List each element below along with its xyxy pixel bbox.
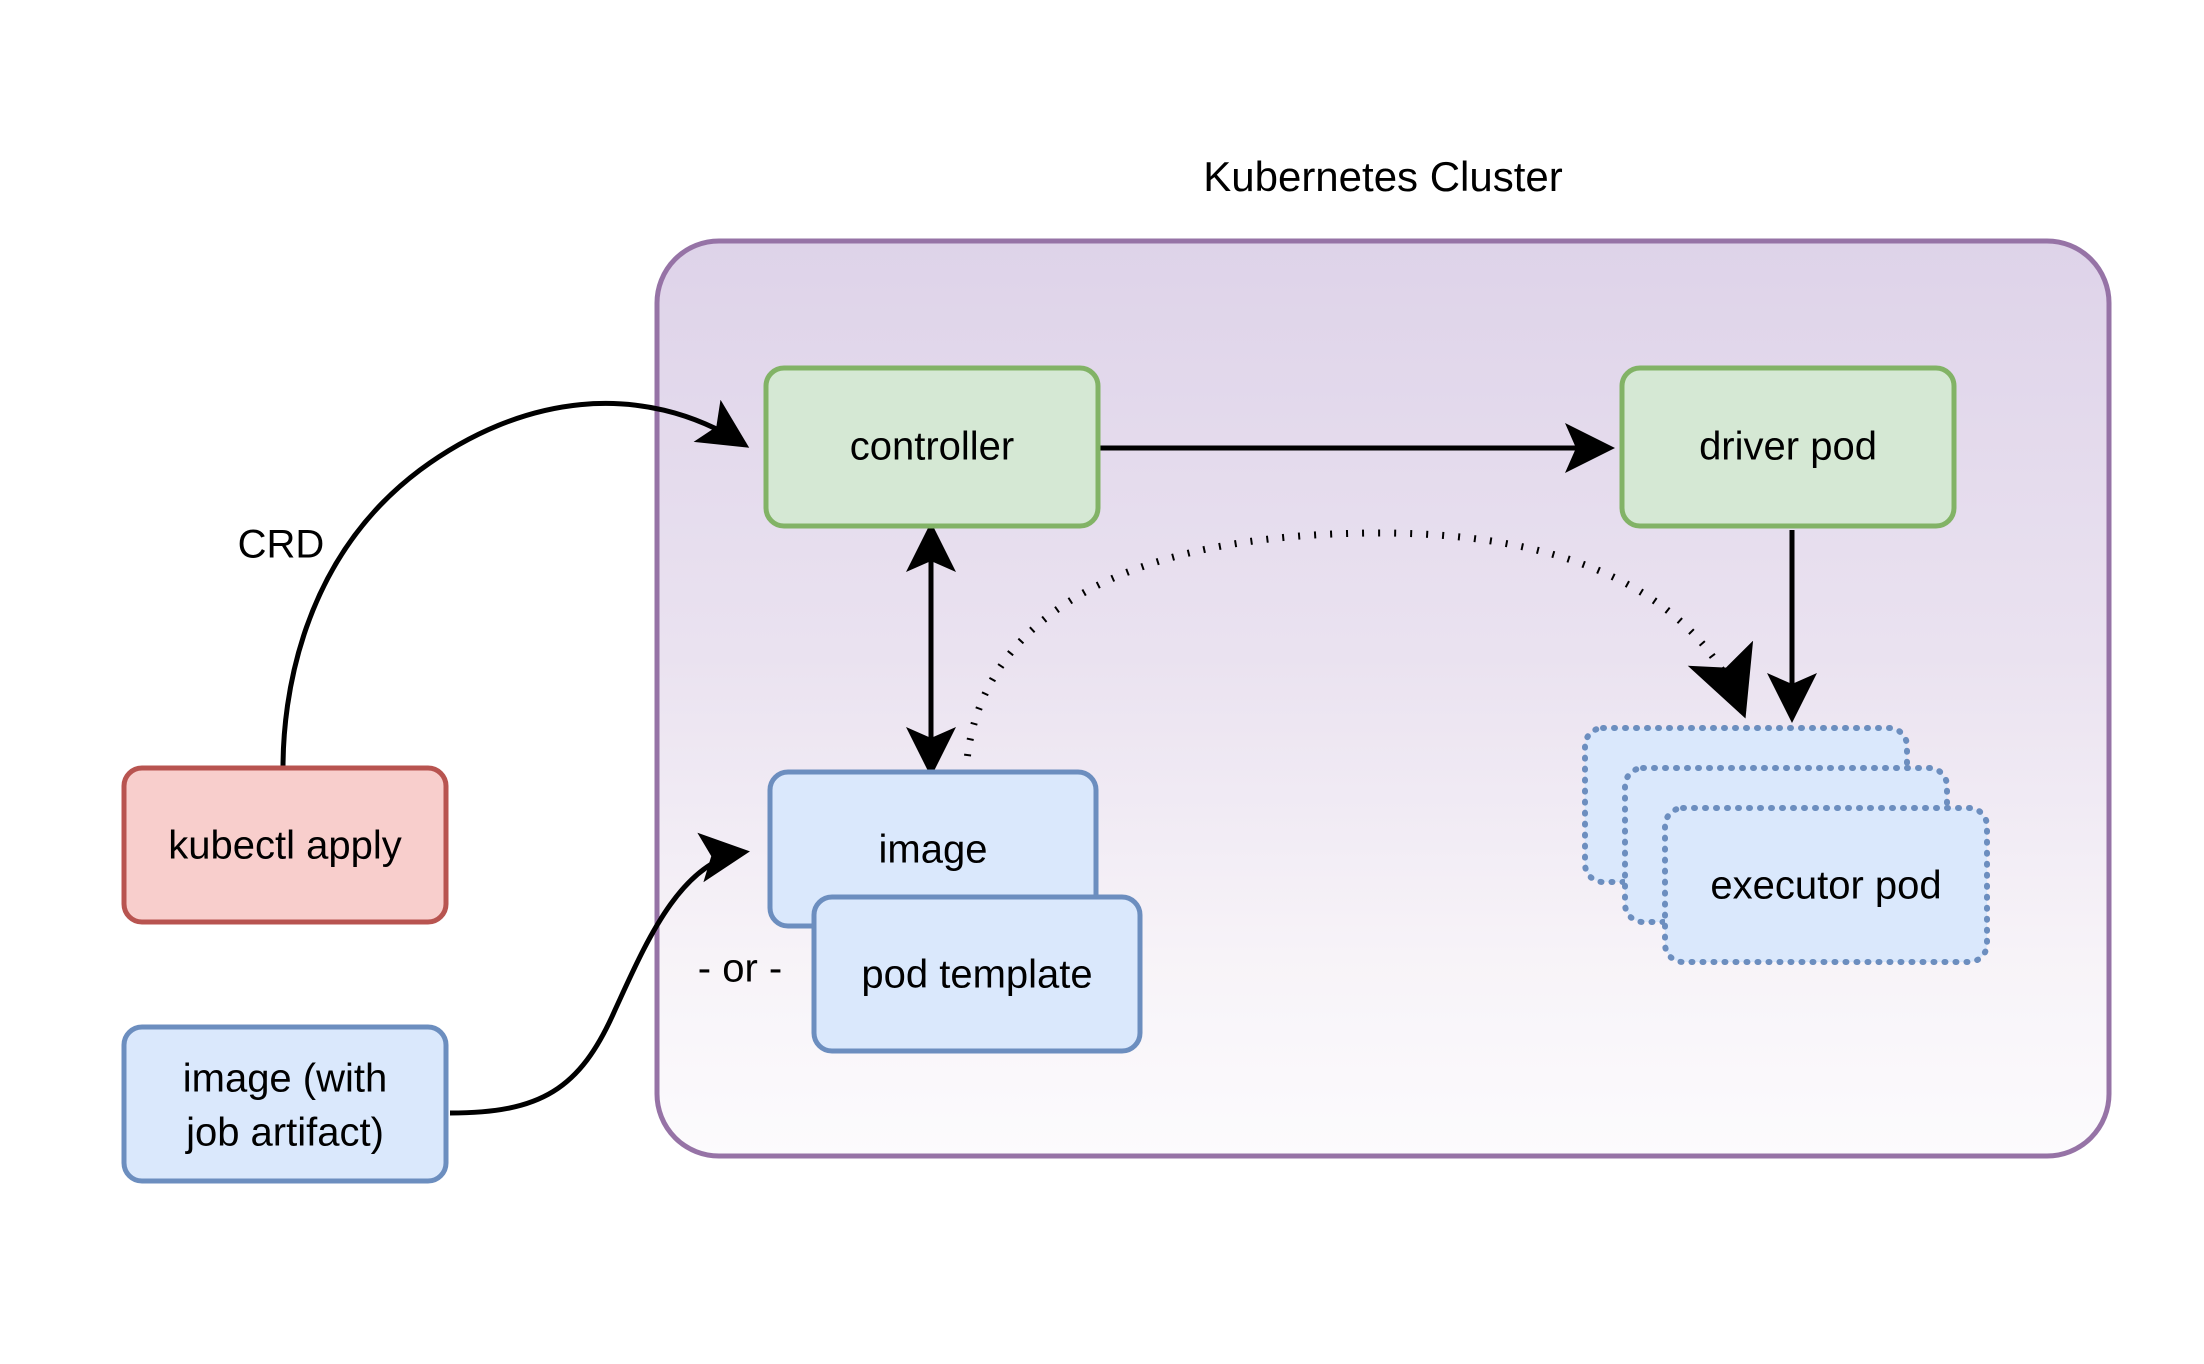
- node-controller[interactable]: controller: [763, 365, 1101, 529]
- executor-pod-front-box[interactable]: [1662, 805, 1990, 965]
- edge-kubectl-apply-to-controller: [280, 399, 750, 769]
- image-with-job-artifact-label-line2: job artifact): [185, 1111, 384, 1155]
- controller-label: controller: [850, 425, 1015, 469]
- node-executor-pod-front[interactable]: executor pod: [1662, 805, 1990, 965]
- cluster-title: Kubernetes Cluster: [1203, 153, 1563, 200]
- driver-pod-label: driver pod: [1699, 425, 1877, 469]
- controller-box[interactable]: [763, 365, 1101, 529]
- node-image-with-job-artifact[interactable]: image (with job artifact): [121, 1024, 449, 1184]
- node-kubectl-apply[interactable]: kubectl apply: [121, 765, 449, 925]
- image-label: image: [879, 828, 988, 872]
- node-driver-pod[interactable]: driver pod: [1619, 365, 1957, 529]
- executor-pod-front-label: executor pod: [1710, 864, 1941, 908]
- node-image[interactable]: image: [767, 769, 1099, 929]
- driver-pod-box[interactable]: [1619, 365, 1957, 529]
- edge-image-artifact-to-image: [449, 832, 750, 1116]
- pod-template-box[interactable]: [811, 894, 1143, 1054]
- image-with-job-artifact-label-line1: image (with: [183, 1057, 388, 1101]
- edge-image-to-executor-pod: [962, 529, 1754, 773]
- image-with-job-artifact-box[interactable]: [121, 1024, 449, 1184]
- edge-label-or: - or -: [698, 947, 782, 991]
- edge-label-crd: CRD: [238, 523, 325, 567]
- kubectl-apply-label: kubectl apply: [168, 824, 401, 868]
- node-pod-template[interactable]: pod template: [811, 894, 1143, 1054]
- kubectl-apply-box[interactable]: [121, 765, 449, 925]
- pod-template-label: pod template: [861, 953, 1092, 997]
